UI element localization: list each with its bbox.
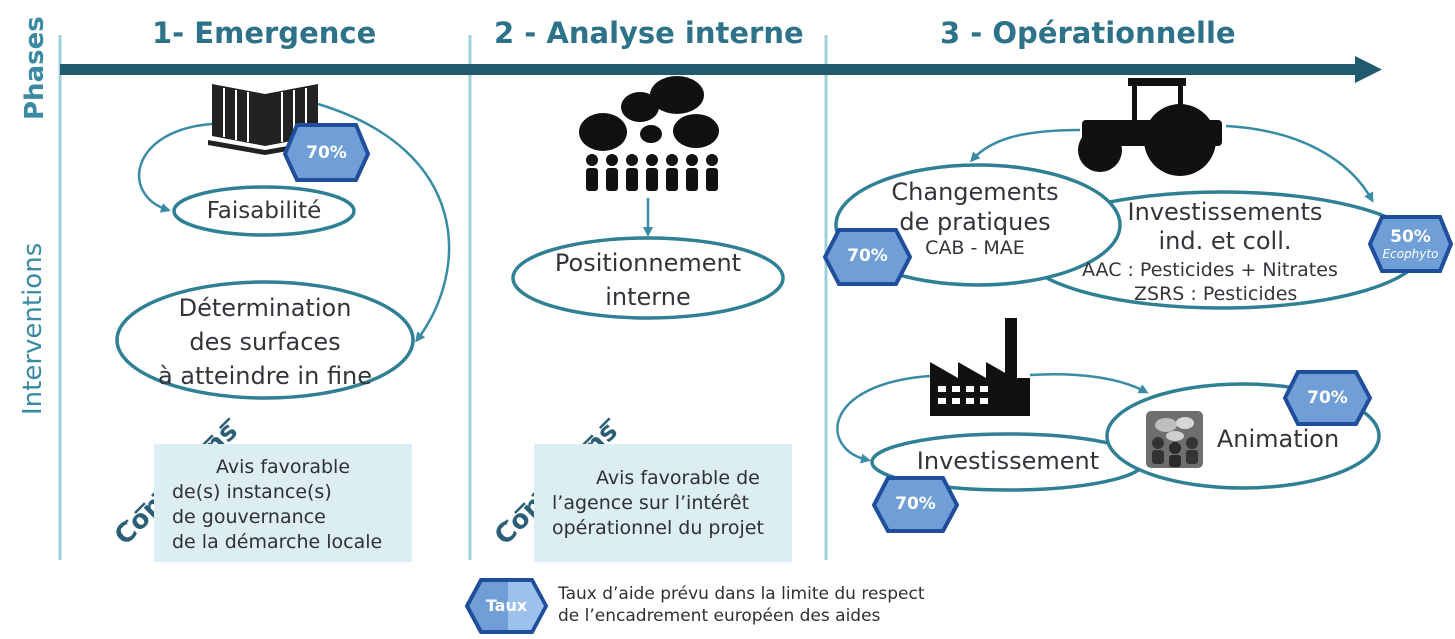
legend-line-1: Taux d’aide prévu dans la limite du resp… <box>558 584 925 604</box>
phases-side-label: Phases <box>20 16 50 120</box>
ellipse-determination <box>115 280 415 400</box>
rate-hex-changements <box>822 228 913 286</box>
rate-animation-text: 70% <box>1307 388 1348 408</box>
investissements-label: Investissements ind. et coll. <box>1105 198 1345 256</box>
factory-icon <box>930 318 1030 416</box>
investissements-line-1: Investissements <box>1127 198 1323 226</box>
faisabilite-label: Faisabilité <box>206 198 322 224</box>
cond1-line-1: Avis favorable <box>216 456 351 478</box>
cond2-line-2: l’agence sur l’intérêt <box>552 492 750 514</box>
animation-label: Animation <box>1216 425 1340 453</box>
phase-title-3: 3 - Opérationnelle <box>940 16 1236 50</box>
phase-title-2: 2 - Analyse interne <box>494 16 804 50</box>
legend-text: Taux d’aide prévu dans la limite du resp… <box>558 583 925 627</box>
interventions-side-label: Interventions <box>18 242 48 415</box>
conditions-box-phase1 <box>154 444 412 562</box>
arrow-book-to-determination <box>317 102 451 343</box>
conditions-text-phase1: Avis favorable de(s) instance(s) de gouv… <box>172 455 382 555</box>
arrow-factory-to-animation <box>1029 373 1149 394</box>
legend-line-2: de l’encadrement européen des aides <box>558 606 881 626</box>
positionnement-label: Positionnement interne <box>518 246 778 314</box>
changements-line-3: CAB - MAE <box>925 237 1025 259</box>
rate-investissements-note: Ecophyto <box>1382 247 1439 261</box>
rate-phase1-text: 70% <box>306 143 347 163</box>
meeting-icon <box>1146 411 1203 468</box>
arrow-book-to-faisabilite <box>137 122 213 213</box>
arrow-tractor-to-changements <box>969 128 1081 163</box>
investissements-line-3: AAC : Pesticides + Nitrates <box>1082 259 1338 281</box>
rate-hex-investissements <box>1367 215 1454 273</box>
changements-line-2: de pratiques <box>899 208 1051 236</box>
ellipse-faisabilite <box>172 185 356 237</box>
positionnement-line-2: interne <box>605 283 691 311</box>
tractor-icon <box>1078 78 1222 176</box>
determination-line-2: des surfaces <box>189 328 341 356</box>
rate-hex-animation <box>1282 370 1373 426</box>
rate-changements-text: 70% <box>847 246 888 266</box>
changements-label: Changements de pratiques CAB - MAE <box>855 177 1095 260</box>
rate-hex-phase1 <box>282 123 371 182</box>
investissements-line-2: ind. et coll. <box>1158 227 1292 255</box>
investissement-label: Investissement <box>916 447 1100 475</box>
investissements-line-4: ZSRS : Pesticides <box>1134 283 1298 305</box>
legend-hex <box>464 578 549 634</box>
determination-line-3: à atteindre in fine <box>157 362 373 390</box>
timeline-arrow <box>60 56 1382 83</box>
cond1-line-3: de gouvernance <box>172 506 326 528</box>
cond1-line-2: de(s) instance(s) <box>172 481 332 503</box>
determination-line-1: Détermination <box>178 294 352 322</box>
conditions-box-phase2 <box>534 444 792 562</box>
cond2-line-3: opérationnel du projet <box>552 517 764 539</box>
rate-investissement-text: 70% <box>895 494 936 514</box>
arrow-tractor-to-investissements <box>1225 124 1374 203</box>
rate-hex-investissement <box>871 476 960 533</box>
conditions-text-phase2: Avis favorable de l’agence sur l’intérêt… <box>552 466 764 541</box>
arrow-factory-to-investissement <box>836 374 931 464</box>
changements-line-1: Changements <box>891 178 1059 206</box>
determination-label: Détermination des surfaces à atteindre i… <box>125 291 405 393</box>
legend-badge-text: Taux <box>485 596 528 615</box>
cond1-line-4: de la démarche locale <box>172 531 383 553</box>
rate-investissements-value: 50% <box>1390 227 1431 247</box>
phase-title-1: 1- Emergence <box>152 16 377 50</box>
crowd-speech-icon <box>579 76 719 191</box>
cond2-line-1: Avis favorable de <box>596 467 760 489</box>
ellipse-positionnement <box>511 236 785 320</box>
positionnement-line-1: Positionnement <box>554 249 742 277</box>
rate-investissements-text: 50% Ecophyto <box>1370 227 1451 261</box>
